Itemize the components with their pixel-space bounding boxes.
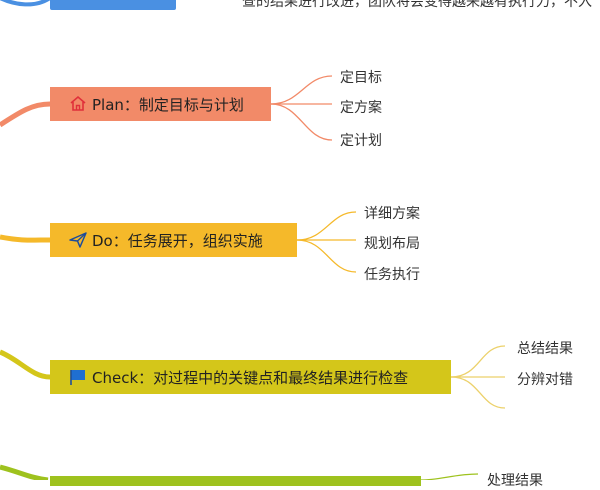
topic-do[interactable]: Do：任务展开，组织实施 <box>50 223 297 257</box>
topic-do-label: Do：任务展开，组织实施 <box>92 231 263 250</box>
topic-plan-label: Plan：制定目标与计划 <box>92 95 244 114</box>
topic-act[interactable] <box>50 476 421 486</box>
connector-plan <box>0 101 51 128</box>
plan-leaf-connector-3 <box>270 103 333 141</box>
connector-check <box>0 349 51 380</box>
topic-check[interactable]: Check：对过程中的关键点和最终结果进行检查 <box>50 360 451 394</box>
topic-check-label: Check：对过程中的关键点和最终结果进行检查 <box>92 368 409 387</box>
check-leaf-connector-3 <box>450 376 506 409</box>
top-description-text: 查的结果进行改进，团队将会变得越来越有执行力，不入 <box>242 0 592 10</box>
check-leaf-1[interactable]: 总结结果 <box>517 341 573 357</box>
connector-top <box>0 0 51 7</box>
act-leaf-1[interactable]: 处理结果 <box>487 473 543 489</box>
plan-leaf-3[interactable]: 定计划 <box>340 133 382 149</box>
connector-do <box>0 234 51 243</box>
paper-plane-icon <box>68 230 88 250</box>
home-icon <box>68 94 88 114</box>
topic-plan[interactable]: Plan：制定目标与计划 <box>50 87 271 121</box>
flag-icon <box>68 367 88 387</box>
do-leaf-connector-1 <box>296 211 357 241</box>
do-leaf-connector-3 <box>296 239 357 273</box>
do-leaf-2[interactable]: 规划布局 <box>364 236 420 252</box>
plan-leaf-2[interactable]: 定方案 <box>340 100 382 116</box>
check-leaf-2[interactable]: 分辨对错 <box>517 372 573 388</box>
plan-leaf-1[interactable]: 定目标 <box>340 70 382 86</box>
connector-act <box>0 464 49 480</box>
plan-leaf-connector-1 <box>270 75 333 105</box>
topic-box-top[interactable] <box>50 0 176 10</box>
do-leaf-1[interactable]: 详细方案 <box>364 206 420 222</box>
act-leaf-connector <box>420 473 479 480</box>
do-leaf-3[interactable]: 任务执行 <box>364 267 420 283</box>
check-leaf-connector-1 <box>450 345 506 378</box>
